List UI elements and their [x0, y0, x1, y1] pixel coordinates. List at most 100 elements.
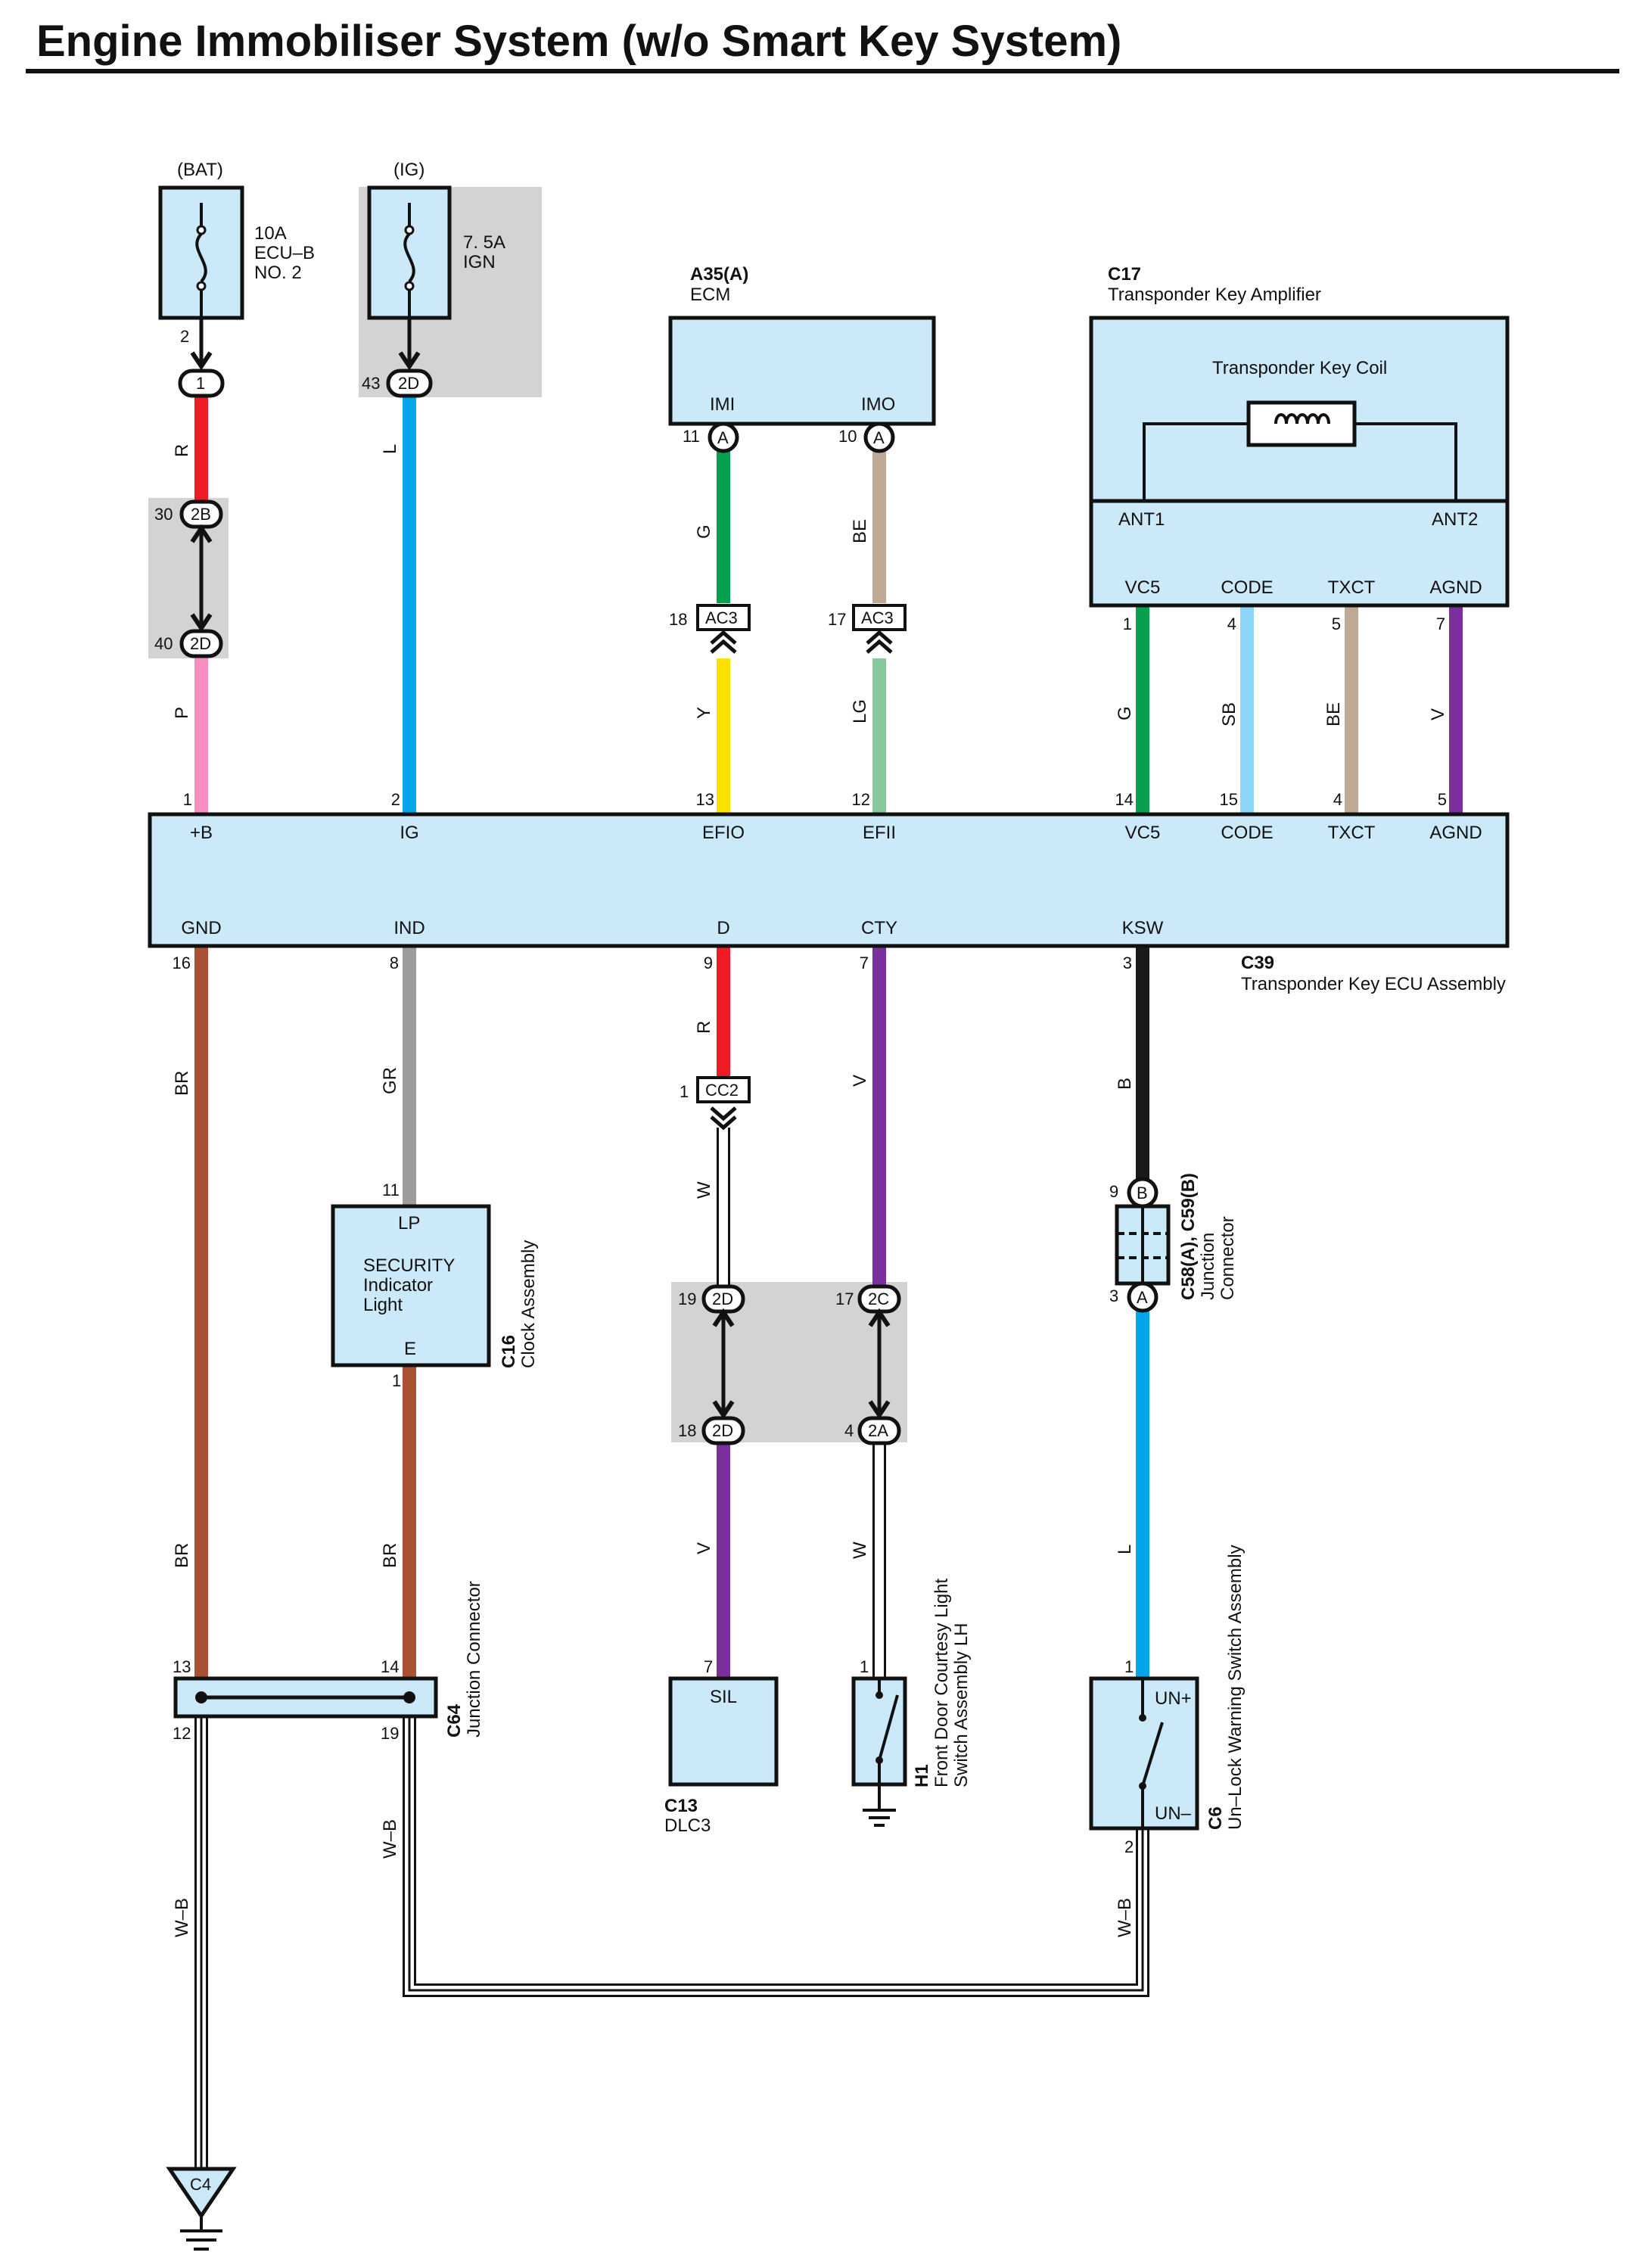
ig-pin-43: 43	[362, 374, 380, 393]
joint-d19-label: 2D	[712, 1290, 733, 1308]
joint-2d	[179, 629, 223, 658]
ecu-top-pin-label: VC5	[1125, 823, 1161, 843]
cc2-pin: 1	[680, 1082, 689, 1101]
joint-arrow-down	[190, 613, 213, 633]
ecu-top-pin-number: 13	[696, 790, 714, 809]
clock-box	[331, 1204, 491, 1367]
wb-wire-label-1: W–B	[172, 1898, 192, 1937]
clock-pin-1: 1	[392, 1371, 401, 1390]
ecu-top-pin-number: 12	[852, 790, 870, 809]
wire-wb-ground	[194, 1716, 1149, 2169]
joint-arrow-down	[712, 1400, 735, 1420]
c64-pin-12: 12	[173, 1724, 191, 1743]
ecu-top-pin-label: AGND	[1429, 823, 1482, 843]
ig-supply-label: (IG)	[393, 160, 425, 180]
bat-fuse-rating: 10A	[254, 223, 287, 244]
fuse-icon	[195, 203, 207, 318]
h1-code: H1	[912, 1764, 932, 1787]
clock-name: Clock Assembly	[518, 1240, 539, 1368]
ecu-code: C39	[1241, 953, 1274, 973]
ecu-bottom-pin-number: 7	[860, 954, 869, 972]
wb-wire-label-2: W–B	[380, 1819, 400, 1859]
bat-supply-label: (BAT)	[177, 160, 223, 180]
amp-pin-label: TXCT	[1328, 577, 1376, 598]
dlc3-pin-label: SIL	[710, 1687, 737, 1707]
ig-fuse-name: IGN	[463, 252, 496, 272]
c64-pin-19: 19	[381, 1724, 399, 1743]
ksw-wire-l: L	[1115, 1545, 1135, 1554]
joint-d19-pin: 19	[678, 1290, 696, 1308]
bat-pin-2: 2	[180, 327, 189, 346]
d-wire-w: W	[694, 1181, 714, 1199]
ecu-bottom-pin-label: GND	[181, 918, 221, 938]
ecu-bottom-pin-label: D	[717, 918, 729, 938]
joint-arrow-up	[868, 1308, 891, 1327]
wb-wire-label-3: W–B	[1115, 1898, 1135, 1937]
dlc3-pin-7: 7	[704, 1657, 713, 1676]
ecu-top-pin-label: IG	[400, 823, 418, 843]
ac3-a-label: AC3	[705, 608, 738, 627]
led-wire-br: BR	[380, 1543, 400, 1568]
ecu-bottom-pin-number: 3	[1123, 954, 1132, 972]
h1-wire-w: W	[850, 1542, 870, 1559]
c6-pin-2: 2	[1124, 1837, 1134, 1856]
ecm-connector-a-label: A	[717, 428, 729, 447]
ecm-connector-a-label: A	[873, 428, 885, 447]
ecu-top-pin-label: +B	[190, 823, 213, 843]
ecm-code: A35(A)	[690, 264, 748, 285]
ac3-a-pin: 18	[669, 610, 687, 629]
amp-coil-label: Transponder Key Coil	[1212, 358, 1387, 378]
bat-fuse-name1: ECU–B	[254, 243, 315, 263]
ac3-b-connector	[852, 604, 907, 631]
joint-arrow-down	[868, 1400, 891, 1420]
ecm-pin-10: 10	[838, 427, 857, 446]
joint-2c-label: 2C	[868, 1290, 889, 1308]
ecu-top-pin-number: 2	[391, 790, 400, 809]
ig-connector-label: 2D	[398, 374, 419, 393]
amp-ant1: ANT1	[1118, 509, 1165, 530]
ecm-box	[668, 316, 936, 426]
c64-code: C64	[444, 1703, 465, 1738]
ac3-a-connector	[696, 604, 751, 631]
c64-name: Junction Connector	[464, 1581, 484, 1738]
ecu-top-pin-label: EFIO	[702, 823, 745, 843]
c64-pin-14: 14	[381, 1657, 399, 1676]
bat-fuse-name2: NO. 2	[254, 263, 302, 283]
amplifier-box	[1089, 316, 1510, 608]
dlc3-box	[668, 1676, 779, 1787]
ground-c4-triangle	[166, 2167, 237, 2220]
amp-wire-g: G	[1115, 706, 1135, 720]
amp-pin-number: 5	[1332, 614, 1341, 633]
c58-connector-a-label: A	[1137, 1288, 1148, 1307]
switch-icon	[1139, 1678, 1164, 1828]
c58-pin-9: 9	[1109, 1182, 1118, 1201]
c58-connector-b-label: B	[1137, 1184, 1148, 1202]
d-wire-r: R	[694, 1021, 714, 1034]
ecm-pin-imi-label: IMI	[710, 394, 735, 415]
c6-unm: UN–	[1155, 1803, 1192, 1824]
ac3-b-label: AC3	[861, 608, 894, 627]
gnd-wire-br2: BR	[172, 1543, 192, 1568]
coil-winding	[1274, 413, 1330, 425]
ecu-bottom-pin-label: KSW	[1122, 918, 1164, 938]
fuse-icon	[403, 203, 415, 318]
clock-line2: Indicator	[363, 1275, 433, 1296]
ground-icon	[180, 2216, 222, 2251]
h1-pin-1: 1	[860, 1657, 869, 1676]
ecm-pin-imo-label: IMO	[861, 394, 895, 415]
ig-arrow-down	[398, 351, 421, 371]
amp-pin-number: 4	[1227, 614, 1236, 633]
clock-code: C16	[499, 1335, 519, 1368]
amp-pin-number: 1	[1123, 614, 1132, 633]
ecm-wire-be: BE	[850, 519, 870, 543]
efii-wire-lg: LG	[850, 699, 870, 723]
ecu-top-pin-number: 14	[1115, 790, 1134, 809]
ecu-bottom-pin-number: 8	[390, 954, 399, 972]
ecm-name: ECM	[690, 285, 730, 305]
cc2-label: CC2	[705, 1081, 739, 1100]
amp-pin-label: CODE	[1221, 577, 1273, 598]
sil-wire-v: V	[694, 1542, 714, 1554]
dlc3-code: C13	[664, 1796, 698, 1816]
dlc3-name: DLC3	[664, 1815, 711, 1836]
